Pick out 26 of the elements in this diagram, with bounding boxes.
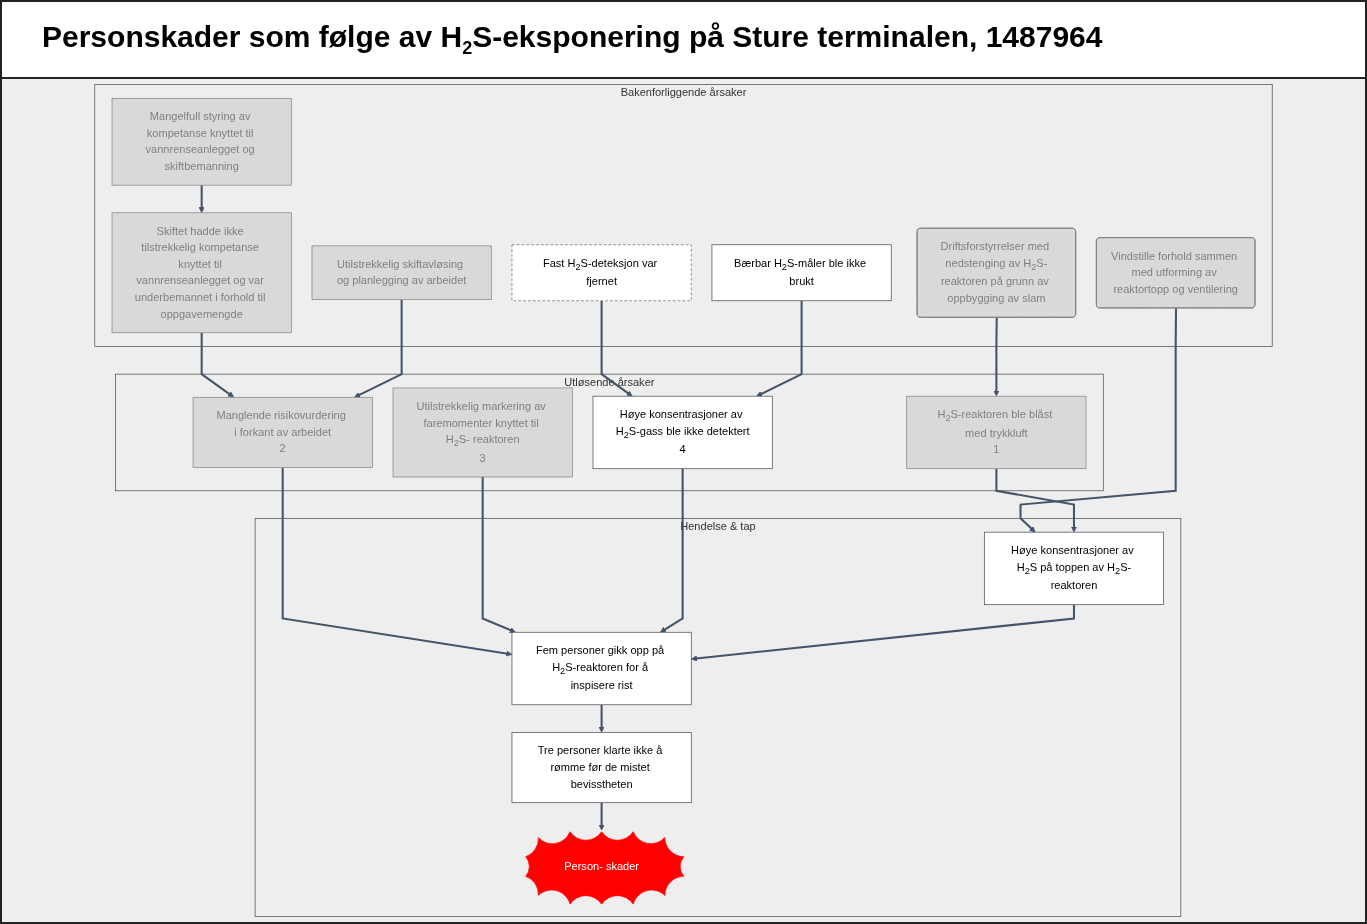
node-box: H$_{2}$S-reaktoren ble blåst med trykkluft 1 [906, 395, 1087, 470]
arrow [993, 317, 1000, 397]
node-box: Manglende risikovurdering i forkant av arbeidet 2 [192, 396, 373, 468]
arrow [598, 802, 605, 831]
arrow [691, 604, 1075, 662]
arrow [200, 332, 235, 398]
arrow [660, 468, 684, 633]
node-box: Mangelfull styring av kompetanse knyttet til vannrenseanlegget og skiftbemanning [111, 97, 292, 186]
node-box: Høye konsentrasjoner av H$_{2}$S-gass ble ikke detektert 4 [592, 395, 773, 470]
arrow [995, 468, 1077, 533]
node-box: Skiftet hadde ikke tilstrekkelig kompetanse knyttet til vannrenseanlegget og var underbemannet i forhold til oppgavemengde [111, 212, 292, 334]
arrow [600, 300, 633, 397]
arrow [198, 185, 205, 214]
arrow [598, 704, 605, 733]
node-box: Tre personer klarte ikke å rømme før de mistet bevisstheten [511, 732, 692, 804]
node-box: Fem personer gikk opp på H$_{2}$S-reaktoren for å inspisere rist [511, 631, 692, 706]
node-box: Høye konsentrasjoner av H$_{2}$S på toppen av H$_{2}$S-reaktoren [983, 531, 1164, 606]
node-box: Fast H$_{2}$S-deteksjon var fjernet [511, 244, 692, 302]
node-box: Utilstrekkelig markering av faremomenter knyttet til H$_{2}$S- reaktoren 3 [392, 387, 573, 478]
arrow [354, 299, 403, 398]
node-box: Bærbar H$_{2}$S-måler ble ikke brukt [711, 244, 892, 302]
node-box: Utilstrekkelig skiftavløsing og planlegging av arbeidet [311, 245, 492, 300]
arrow [481, 477, 516, 633]
arrow [1019, 308, 1178, 533]
arrow [756, 300, 803, 397]
arrow [281, 467, 513, 657]
